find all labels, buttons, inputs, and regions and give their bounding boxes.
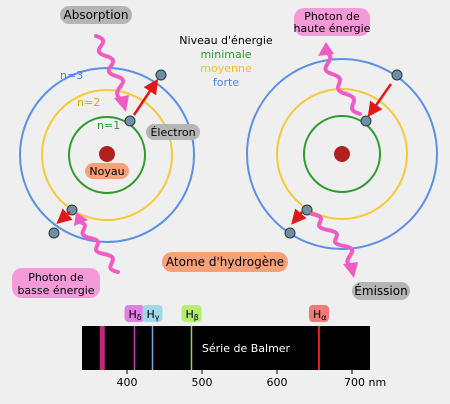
spectrum-label: Hβ	[186, 308, 199, 322]
photon-high-label-line1: Photon de	[304, 10, 360, 23]
right-orbit-n1	[303, 115, 381, 193]
electron-right-n3-bottom	[284, 227, 296, 239]
atom-title: Atome d'hydrogène	[166, 255, 284, 269]
emission-label-bg	[352, 282, 410, 300]
left-nucleus	[99, 146, 115, 162]
orbit-label-n2: n=2	[77, 96, 100, 109]
spectrum-ticks: 400 500 600 700 nm	[117, 370, 386, 389]
balmer-spectrum: Hδ Hγ Hβ Hα Série de Balmer 400 500 600 700 nm	[82, 305, 386, 389]
legend-item-mid: moyenne	[200, 62, 252, 75]
photon-outgoing-low-head	[343, 262, 358, 278]
nucleus-label-bg	[85, 163, 129, 179]
electron-left-n3-bottom	[48, 227, 60, 239]
right-orbit-n2	[276, 88, 408, 220]
legend-item-high: forte	[213, 76, 239, 89]
spectrum-tick-label: 400	[117, 376, 138, 389]
electron-right-n1	[360, 115, 372, 127]
photon-outgoing-high-head	[318, 42, 334, 56]
spectrum-label-bg	[309, 305, 329, 322]
left-orbit-n3	[19, 67, 195, 243]
electron-left-n3	[155, 69, 167, 81]
photon-outgoing-high	[323, 50, 362, 116]
right-atom	[246, 42, 438, 278]
spectrum-tick-label: 700 nm	[344, 376, 386, 389]
left-orbit-n1	[68, 116, 146, 194]
orbit-label-n1: n=1	[97, 119, 120, 132]
spectrum-uv-lines	[99, 326, 105, 370]
emission-label: Émission	[354, 283, 407, 298]
photon-incoming-high-head	[114, 95, 129, 112]
emission-arrow-low	[291, 208, 307, 225]
right-orbit-n3	[246, 58, 438, 250]
photon-outgoing-low	[310, 212, 355, 268]
photon-incoming-low-head	[74, 212, 88, 226]
atom-title-bg	[162, 252, 288, 272]
spectrum-title: Série de Balmer	[202, 342, 291, 355]
left-orbit-n2	[41, 89, 173, 221]
legend-item-min: minimale	[200, 48, 251, 61]
transition-arrow-up	[132, 78, 159, 116]
photon-high-label-bg	[294, 8, 370, 36]
photon-high-label-line2: haute énergie	[294, 22, 371, 35]
spectrum-label-bg	[124, 305, 145, 322]
photon-incoming-low	[78, 220, 120, 274]
photon-low-label-line2: basse énergie	[17, 284, 94, 297]
spectrum-label: Hδ	[129, 308, 142, 322]
spectrum-label-bg	[181, 305, 202, 322]
absorption-label: Absorption	[64, 8, 129, 22]
spectrum-lines	[133, 326, 320, 370]
transition-arrow-down	[56, 208, 73, 224]
spectrum-tick-label: 600	[267, 376, 288, 389]
spectrum-label: Hγ	[147, 308, 160, 322]
electron-label-bg	[146, 124, 200, 140]
spectrum-band	[82, 326, 370, 370]
legend-title: Niveau d'énergie	[179, 34, 273, 47]
energy-legend: Niveau d'énergie minimale moyenne forte	[179, 34, 273, 89]
emission-arrow-down	[367, 83, 393, 118]
spectrum-tick-label: 500	[192, 376, 213, 389]
orbit-label-n3: n=3	[60, 69, 83, 82]
right-nucleus	[334, 146, 350, 162]
electron-right-n3	[391, 69, 403, 81]
photon-low-label-line1: Photon de	[28, 271, 84, 284]
spectrum-line-labels: Hδ Hγ Hβ Hα	[124, 305, 329, 322]
electron-left-n1	[124, 115, 136, 127]
spectrum-label: Hα	[313, 308, 327, 322]
photon-incoming-high	[94, 34, 125, 102]
left-atom: n=3 n=2 n=1	[19, 34, 195, 274]
spectrum-label-bg	[142, 305, 163, 322]
nucleus-label: Noyau	[89, 165, 124, 178]
electron-label: Électron	[150, 126, 195, 139]
photon-low-label-bg	[12, 268, 100, 298]
absorption-label-bg	[60, 6, 132, 24]
